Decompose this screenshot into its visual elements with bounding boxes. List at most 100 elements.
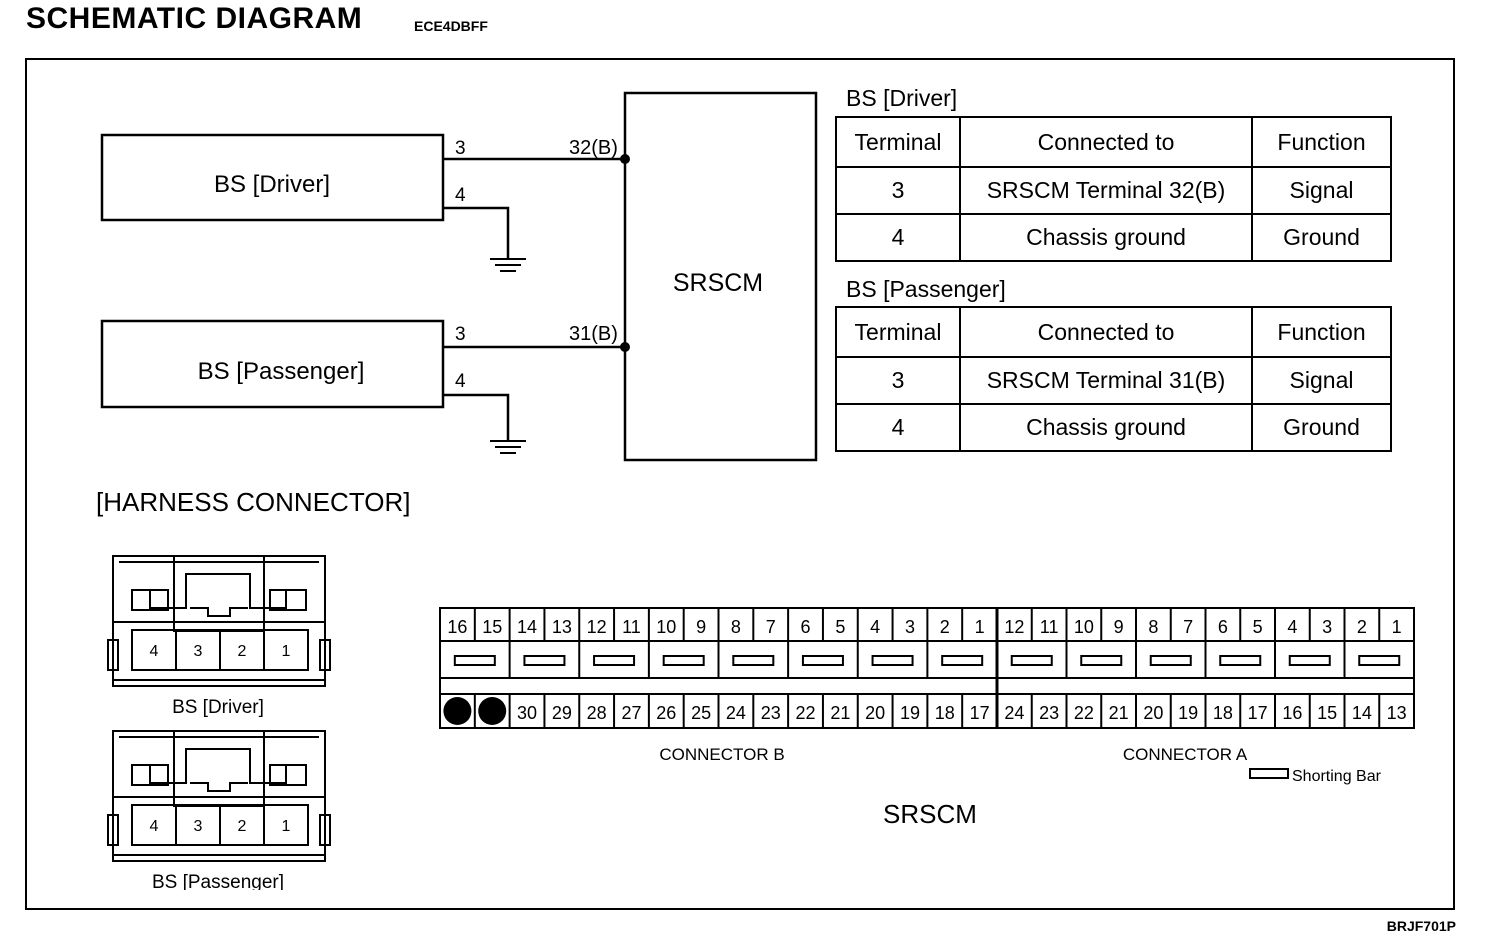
connector-pin-number: 11 (1040, 617, 1059, 637)
connector-pin-number: 2 (1357, 617, 1367, 637)
connector-pin-number: 23 (1039, 703, 1059, 723)
shorting-bar-icon (453, 655, 496, 666)
bs-pin-number: 2 (238, 818, 247, 835)
shorting-bar-icon (523, 655, 566, 666)
connector-pin-number: 7 (766, 617, 776, 637)
connector-pin-number: 4 (1287, 617, 1297, 637)
connector-pin-number: 19 (1178, 703, 1198, 723)
connector-pin-number: 14 (1352, 703, 1372, 723)
driver-table-title: BS [Driver] (846, 85, 957, 111)
bs-passenger-box (100, 319, 445, 409)
connector-pin-number: 17 (1248, 703, 1268, 723)
connector-pin-number: 30 (517, 703, 537, 723)
shorting-bar-icon (593, 655, 636, 666)
table-cell: SRSCM Terminal 32(B) (959, 166, 1253, 215)
connector-pin-number: 27 (621, 703, 641, 723)
shorting-bar-icon (1149, 655, 1192, 666)
connector-pin-number: 11 (622, 617, 641, 637)
driver-terminal-table: Terminal Connected to Function 3 SRSCM T… (835, 116, 1392, 262)
srscm-box (623, 91, 818, 462)
srscm-connector-label: SRSCM (883, 799, 977, 829)
table-header: Function (1251, 116, 1392, 168)
shorting-bar-icon (732, 655, 775, 666)
table-header: Terminal (835, 116, 961, 168)
table-cell: Chassis ground (959, 403, 1253, 452)
bs-pin-number: 2 (238, 643, 247, 660)
driver-pin-4: 4 (455, 185, 466, 206)
connector-pin-number: 8 (731, 617, 741, 637)
blocked-pin-icon (443, 697, 472, 725)
table-cell: Ground (1251, 403, 1392, 452)
harness-heading: [HARNESS CONNECTOR] (96, 487, 410, 517)
table-cell: 4 (835, 213, 961, 262)
connector-pin-number: 3 (1322, 617, 1332, 637)
shorting-bar-icon (801, 655, 844, 666)
connector-pin-number: 3 (905, 617, 915, 637)
blocked-pin-icon (478, 697, 507, 725)
connector-pin-number: 25 (691, 703, 711, 723)
connector-pin-number: 17 (970, 703, 990, 723)
connector-pin-number: 6 (1218, 617, 1228, 637)
connector-pin-number: 28 (587, 703, 607, 723)
shorting-bar-icon (871, 655, 914, 666)
passenger-terminal-table: Terminal Connected to Function 3 SRSCM T… (835, 306, 1392, 452)
shorting-bar-icon (1249, 768, 1289, 779)
connector-pin-number: 21 (830, 703, 850, 723)
table-cell: Signal (1251, 166, 1392, 215)
document-code: ECE4DBFF (414, 18, 488, 34)
ground-symbol-passenger (490, 440, 526, 454)
table-cell: Chassis ground (959, 213, 1253, 262)
connector-pin-number: 20 (1143, 703, 1163, 723)
connector-pin-number: 24 (726, 703, 746, 723)
bs-passenger-label: BS [Passenger] (198, 358, 365, 385)
bs-pin-number: 3 (194, 818, 203, 835)
driver-pin-3: 3 (455, 138, 466, 159)
table-header: Function (1251, 306, 1392, 358)
connector-pin-number: 5 (835, 617, 845, 637)
connector-pin-number: 18 (935, 703, 955, 723)
passenger-module-pin: 31(B) (569, 323, 618, 345)
shorting-bar-icon (1010, 655, 1053, 666)
connector-pin-number: 15 (482, 617, 502, 637)
connector-pin-number: 22 (1074, 703, 1094, 723)
bs-pin-number: 1 (282, 643, 291, 660)
connector-pin-number: 12 (1004, 617, 1024, 637)
bs-driver-connector (107, 555, 331, 687)
connector-pin-number: 16 (1282, 703, 1302, 723)
page-title: SCHEMATIC DIAGRAM (26, 2, 363, 35)
driver-module-pin: 32(B) (569, 137, 618, 159)
ground-symbol-driver (490, 258, 526, 272)
table-header: Connected to (959, 306, 1253, 358)
table-cell: 3 (835, 166, 961, 215)
shorting-bar-icon (1358, 655, 1401, 666)
table-cell: Ground (1251, 213, 1392, 262)
connector-pin-number: 10 (1074, 617, 1094, 637)
bs-pin-number: 1 (282, 818, 291, 835)
connector-b-label: CONNECTOR B (659, 745, 784, 764)
connector-pin-number: 7 (1183, 617, 1193, 637)
connector-pin-number: 22 (796, 703, 816, 723)
junction-dot-32b (620, 154, 630, 164)
shorting-bar-icon (1219, 655, 1262, 666)
bs-passenger-connector-label: BS [Passenger] (152, 872, 284, 890)
connector-pin-number: 18 (1213, 703, 1233, 723)
table-cell: Signal (1251, 356, 1392, 405)
junction-dot-31b (620, 342, 630, 352)
bs-driver-connector-label: BS [Driver] (172, 697, 264, 718)
connector-pin-number: 26 (656, 703, 676, 723)
connector-pin-number: 9 (1114, 617, 1124, 637)
passenger-pin-4: 4 (455, 371, 466, 392)
connector-pin-number: 14 (517, 617, 537, 637)
connector-pin-number: 1 (975, 617, 985, 637)
connector-pin-number: 16 (447, 617, 467, 637)
table-header: Connected to (959, 116, 1253, 168)
connector-pin-number: 10 (656, 617, 676, 637)
connector-pin-number: 13 (1387, 703, 1407, 723)
shorting-bar-icon (662, 655, 705, 666)
connector-pin-number: 6 (801, 617, 811, 637)
connector-pin-number: 8 (1148, 617, 1158, 637)
shorting-bar-icon (1288, 655, 1331, 666)
passenger-pin-3: 3 (455, 324, 466, 345)
